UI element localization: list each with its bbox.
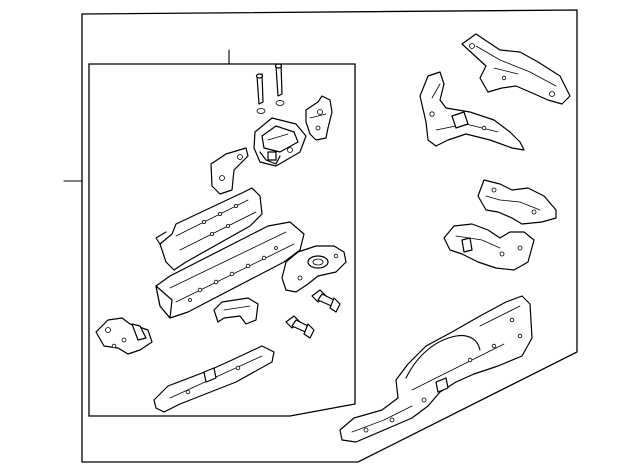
upper-right-brace-icon (461, 33, 571, 105)
shock-tower-reinforcement-icon (281, 245, 347, 293)
assembly-frame (81, 9, 578, 463)
rail-clip-icon (213, 297, 259, 325)
lower-rail-extension-icon (153, 345, 275, 413)
side-bracket-icon (95, 317, 153, 355)
mid-bracket-icon (477, 179, 557, 225)
mount-studs-icon (255, 63, 285, 114)
upper-mount-bracket-icon (305, 95, 333, 141)
main-frame-rail-icon (155, 221, 305, 319)
reinforcement-channel-icon (443, 223, 535, 271)
inner-box-frame (88, 63, 356, 417)
rail-section-upper-icon (155, 187, 263, 271)
small-bracket-icon (210, 147, 249, 195)
bolt-icon (285, 315, 315, 339)
bolt-icon (311, 289, 341, 313)
apron-support-bracket-icon (419, 71, 525, 151)
wheelhouse-apron-panel-icon (339, 295, 533, 443)
mount-block-icon (253, 117, 307, 167)
